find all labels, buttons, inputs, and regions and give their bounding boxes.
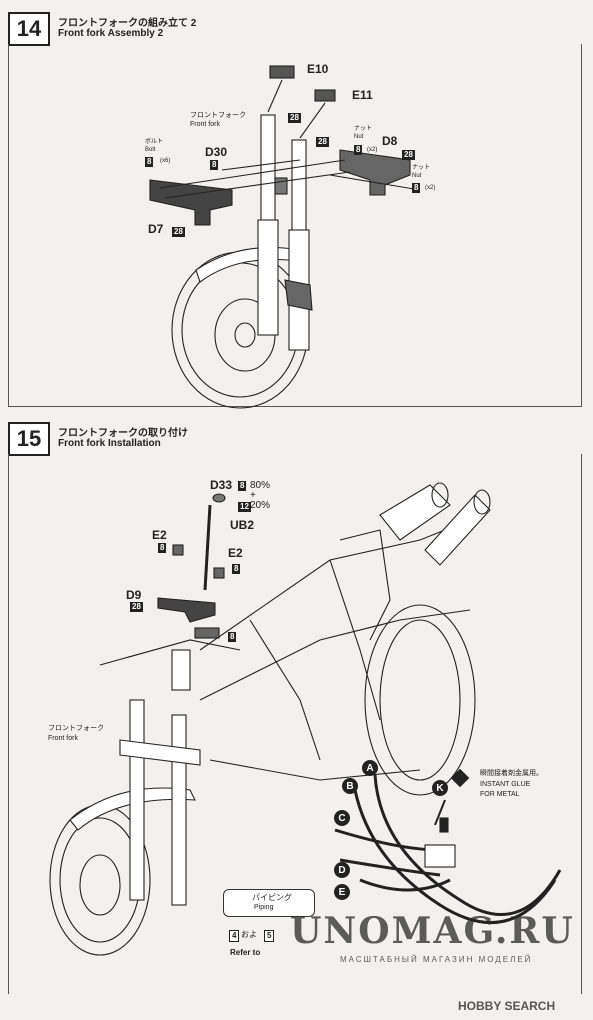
front-fork-label-jp: フロントフォーク: [190, 112, 246, 119]
paint-code-8: 8: [232, 564, 241, 574]
paint-code-28: 28: [402, 150, 415, 160]
step14-frame: [8, 44, 582, 407]
paint-code-8: 8: [354, 145, 363, 155]
paint-code-8: 8: [145, 157, 154, 167]
step14-title-en: Front fork Assembly 2: [58, 28, 164, 39]
paint-code-12: 12: [238, 502, 251, 512]
ref-and: およ: [241, 930, 257, 939]
piping-box: パイピング Piping: [223, 889, 315, 917]
nut-label-jp: ナット: [354, 126, 373, 132]
step15-title-jp: フロントフォークの取り付け: [58, 428, 188, 439]
nut2-label-en: Nut: [412, 173, 422, 179]
step-number-14: 14: [8, 12, 50, 46]
step-number-15: 15: [8, 422, 50, 456]
mix-plus: +: [250, 490, 256, 501]
rear-wheel-15: [364, 604, 476, 796]
piping-title-en: Piping: [254, 904, 274, 911]
front-wheel-14: [171, 251, 309, 409]
ref-step-5: 5: [264, 930, 275, 942]
part-e2-label: E2: [228, 546, 243, 560]
part-e2-label: E2: [152, 528, 167, 542]
pipe-ref-e: E: [334, 884, 350, 900]
paint-code-8: 8: [158, 543, 167, 553]
glue-label-en2: FOR METAL: [480, 791, 520, 798]
paint-code-28: 28: [130, 602, 143, 612]
watermark-tagline: МАСШТАБНЫЙ МАГАЗИН МОДЕЛЕЙ: [340, 955, 533, 964]
paint-code-28: 28: [172, 227, 185, 237]
part-d7-label: D7: [148, 222, 164, 236]
part-ub2-label: UB2: [230, 518, 255, 532]
front-fork-label-jp: フロントフォーク: [48, 725, 104, 732]
pipe-ref-d: D: [334, 862, 350, 878]
glue-label-en1: INSTANT GLUE: [480, 781, 531, 788]
glue-label-jp: 瞬間接着剤金属用。: [480, 770, 543, 777]
paint-code-8: 8: [412, 183, 421, 193]
bolt-label-en: Bolt: [145, 147, 156, 153]
pipe-ref-a: A: [362, 760, 378, 776]
ref-step-4: 4: [229, 930, 240, 942]
pipe-ref-c: C: [334, 810, 350, 826]
mix-ratio-1: 80%: [250, 480, 271, 491]
pipe-ref-b: B: [342, 778, 358, 794]
nut-qty: (x2): [367, 147, 378, 153]
nut2-label-jp: ナット: [412, 165, 431, 171]
part-d8-label: D8: [382, 134, 398, 148]
source-logo: HOBBY SEARCH: [458, 999, 556, 1013]
paint-code-28: 28: [316, 137, 329, 147]
front-fork-label-en: Front fork: [190, 121, 220, 128]
paint-code-8: 8: [238, 481, 247, 491]
nut2-qty: (x2): [425, 185, 436, 191]
step15-title-en: Front fork Installation: [58, 438, 161, 449]
front-fork-label-en: Front fork: [48, 735, 78, 742]
paint-code-8: 8: [228, 632, 237, 642]
bolt-qty: (x6): [160, 158, 171, 164]
watermark-brand: UNOMAG.RU: [290, 910, 575, 952]
refer-to-label: Refer to: [230, 948, 261, 957]
nut-label-en: Nut: [354, 134, 364, 140]
part-d30-label: D30: [205, 145, 228, 159]
bolt-label-jp: ボルト: [145, 139, 164, 145]
pipe-ref-k: K: [432, 780, 448, 796]
part-d33-label: D33: [210, 478, 233, 492]
mix-ratio-2: 20%: [250, 500, 271, 511]
part-e10-label: E10: [307, 62, 329, 76]
step14-title-jp: フロントフォークの組み立て 2: [58, 18, 197, 29]
paint-code-28: 28: [288, 113, 301, 123]
part-d9-label: D9: [126, 588, 142, 602]
paint-code-8: 8: [210, 160, 219, 170]
part-e11-label: E11: [352, 88, 373, 102]
step15-frame: [8, 454, 582, 994]
piping-title-jp: パイピング: [252, 893, 292, 902]
